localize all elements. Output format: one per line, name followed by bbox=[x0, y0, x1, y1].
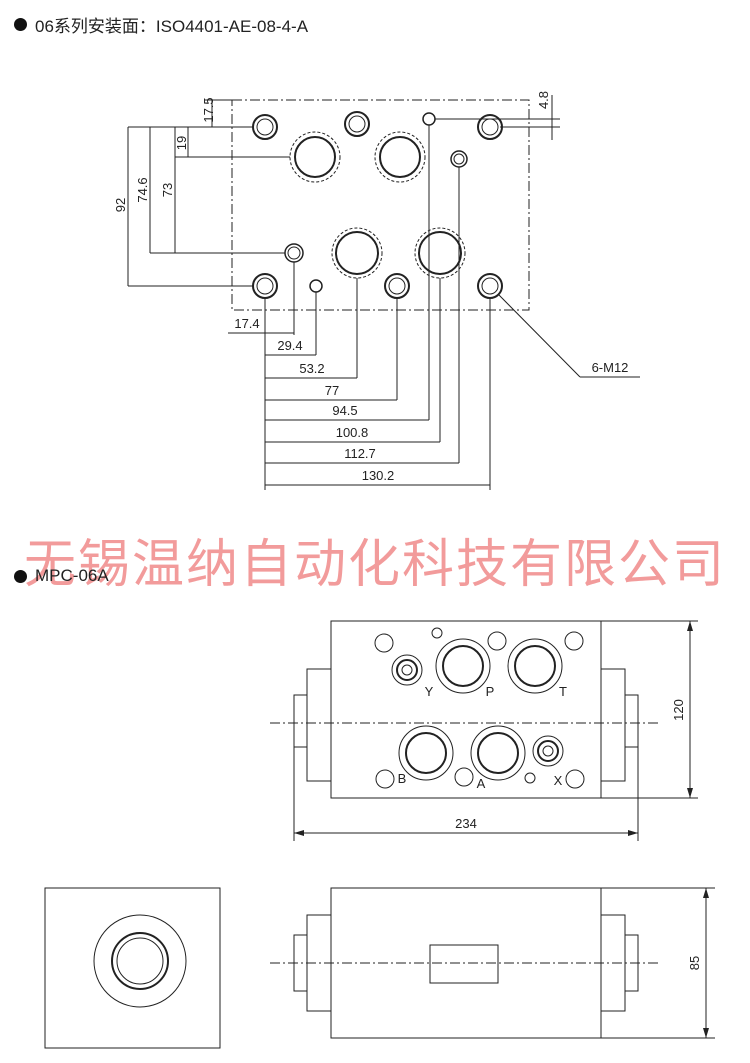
dim-112-7: 112.7 bbox=[344, 446, 376, 461]
dim-73: 73 bbox=[160, 183, 175, 197]
port-label-a: A bbox=[477, 776, 486, 791]
dim-4-8: 4.8 bbox=[536, 91, 551, 109]
dim-85: 85 bbox=[687, 956, 702, 970]
top-view-dimension-lines bbox=[293, 620, 698, 841]
callout-6-m12: 6-M12 bbox=[592, 360, 629, 375]
side-view-body bbox=[270, 887, 715, 1039]
company-watermark: 无锡温纳自动化科技有限公司 bbox=[23, 535, 726, 595]
dim-94-5: 94.5 bbox=[332, 403, 357, 418]
port-label-b: B bbox=[398, 771, 407, 786]
dim-100-8: 100.8 bbox=[336, 425, 369, 440]
dim-74-6: 74.6 bbox=[135, 177, 150, 202]
top-view-ports bbox=[374, 627, 585, 789]
top-view-body bbox=[270, 620, 660, 799]
dim-77: 77 bbox=[325, 383, 339, 398]
section-heading-mpc: MPC-06A bbox=[14, 566, 109, 586]
dim-19: 19 bbox=[174, 136, 189, 150]
horizontal-dimension-lines bbox=[228, 125, 491, 490]
dim-17-5: 17.5 bbox=[201, 97, 216, 122]
dim-53-2: 53.2 bbox=[299, 361, 324, 376]
port-label-y: Y bbox=[425, 684, 434, 699]
dim-130-2: 130.2 bbox=[362, 468, 395, 483]
mpc-06a-drawing: Y P T B A X 120 234 85 bbox=[44, 620, 715, 1049]
bullet-icon bbox=[14, 569, 27, 583]
dim-234: 234 bbox=[455, 816, 477, 831]
port-label-p: P bbox=[486, 684, 495, 699]
dim-120: 120 bbox=[671, 699, 686, 721]
dim-29-4: 29.4 bbox=[277, 338, 302, 353]
mounting-surface-drawing: 17.5 19 73 74.6 92 4.8 17.4 29.4 53.2 77… bbox=[113, 91, 640, 490]
mounting-face-outline bbox=[231, 99, 530, 311]
bullet-icon bbox=[14, 18, 27, 31]
section-title-mpc: MPC-06A bbox=[35, 566, 109, 585]
callout-leader bbox=[497, 293, 581, 378]
section-heading-mounting: 06系列安装面：ISO4401-AE-08-4-A bbox=[14, 12, 308, 37]
port-label-x: X bbox=[554, 773, 563, 788]
vertical-dimension-lines bbox=[127, 95, 560, 287]
dim-92: 92 bbox=[113, 198, 128, 212]
mounting-holes bbox=[252, 111, 503, 299]
end-view-body bbox=[44, 887, 221, 1049]
dim-17-4: 17.4 bbox=[234, 316, 259, 331]
port-label-t: T bbox=[559, 684, 567, 699]
section-title-mounting: 06系列安装面：ISO4401-AE-08-4-A bbox=[35, 17, 309, 36]
